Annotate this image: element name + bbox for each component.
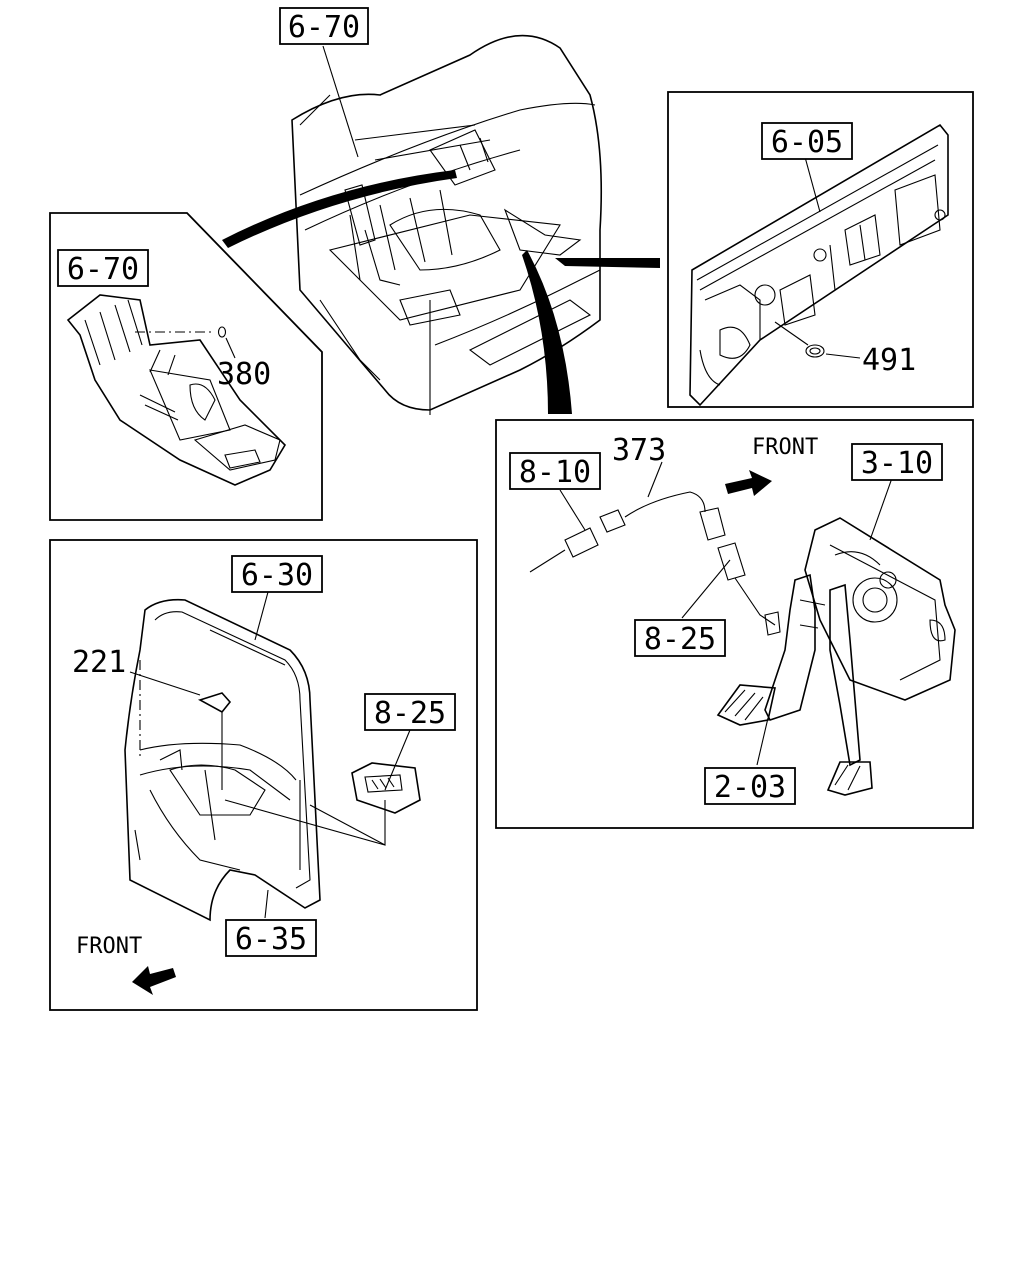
floor-panel-frame (49, 212, 323, 521)
front-arrow-icon (725, 470, 772, 496)
callout-3-10: 3-10 (861, 446, 933, 481)
front-label-pedals: FRONT (752, 435, 818, 460)
harness-373 (529, 491, 781, 636)
dash-panel-drawing (689, 123, 949, 407)
callout-8-10: 8-10 (519, 455, 591, 490)
callout-2-03: 2-03 (714, 770, 786, 805)
front-label-door: FRONT (76, 934, 142, 959)
callout-box (279, 7, 369, 45)
callout-box (231, 555, 323, 593)
door-drawing (124, 598, 321, 922)
callout-box (634, 619, 726, 657)
callout-6-30: 6-30 (241, 558, 313, 593)
pedal-drawing (716, 517, 956, 796)
callout-box (851, 443, 943, 481)
callout-491: 491 (862, 343, 916, 378)
front-arrow-icon (132, 966, 176, 995)
callout-6-05: 6-05 (771, 125, 843, 160)
floor-panel-drawing (66, 294, 287, 486)
callout-8-25-pedal: 8-25 (644, 622, 716, 657)
callout-6-35: 6-35 (235, 922, 307, 957)
callout-box (761, 122, 853, 160)
callout-221: 221 (72, 645, 126, 680)
callout-box (364, 693, 456, 731)
callout-8-25-door: 8-25 (374, 696, 446, 731)
callout-box (704, 767, 796, 805)
callout-box (225, 919, 317, 957)
callout-box (509, 452, 601, 490)
callout-6-70-main: 6-70 (288, 10, 360, 45)
cab-overview-drawing (291, 34, 603, 415)
callout-box (57, 249, 149, 287)
callout-380: 380 (217, 357, 271, 392)
callout-373: 373 (612, 433, 666, 468)
callout-6-70-inset: 6-70 (67, 252, 139, 287)
